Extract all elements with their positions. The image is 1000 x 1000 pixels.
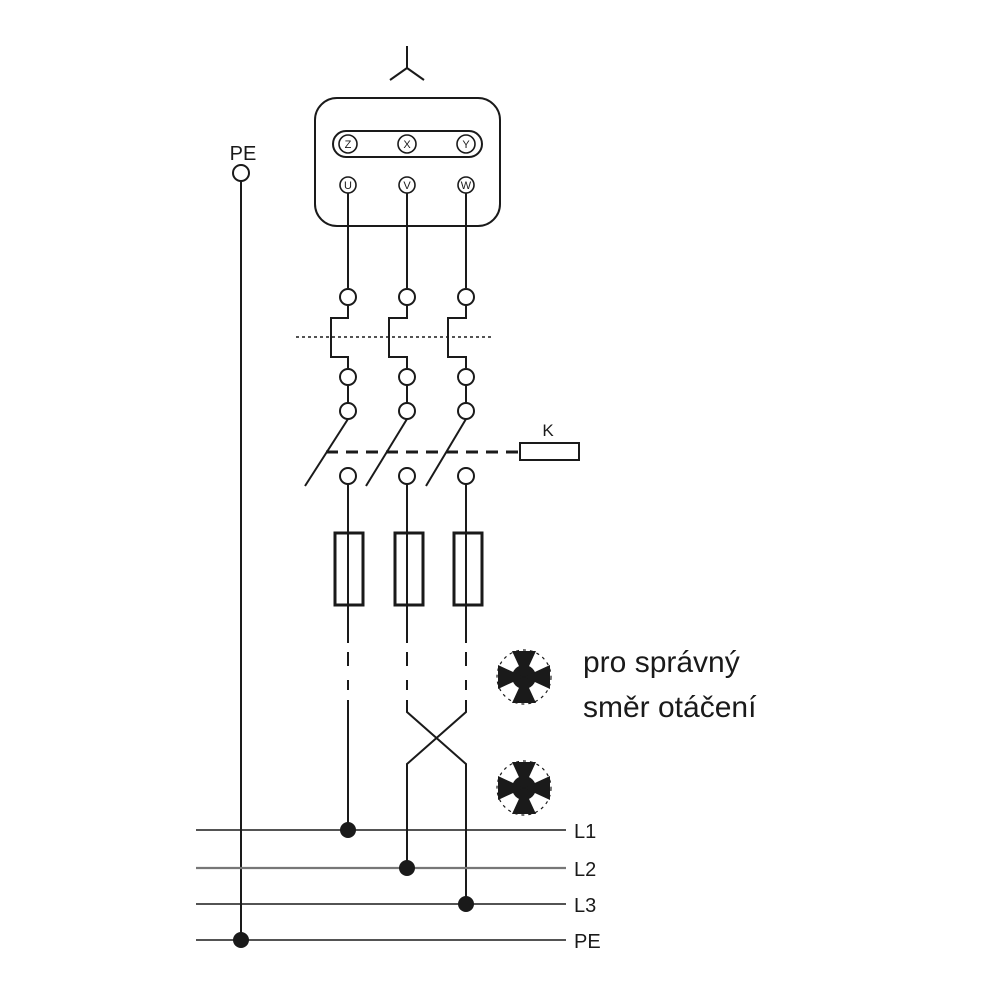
star-bridge bbox=[332, 130, 483, 158]
fuses bbox=[333, 484, 484, 607]
rotation-note-line-2: směr otáčení bbox=[583, 691, 757, 724]
fuse-1 bbox=[333, 531, 365, 607]
phase-swap-cross bbox=[406, 700, 467, 903]
svg-text:Z: Z bbox=[345, 139, 352, 151]
pe-conductor: PE bbox=[230, 143, 257, 940]
relay-contactor-links bbox=[347, 385, 467, 403]
contactor-label: K bbox=[542, 421, 554, 440]
svg-text:Y: Y bbox=[462, 139, 470, 151]
bus-label-pe: PE bbox=[574, 931, 601, 953]
fan-rotation-icon-bottom bbox=[496, 760, 552, 816]
bus-label-l1: L1 bbox=[574, 821, 596, 843]
contactor: K bbox=[304, 402, 580, 487]
terminal-x: X bbox=[397, 134, 417, 154]
svg-text:W: W bbox=[461, 180, 472, 192]
motor-leads bbox=[347, 193, 467, 288]
terminal-z: Z bbox=[338, 134, 358, 154]
bus-label-l3: L3 bbox=[574, 895, 596, 917]
star-connection-icon bbox=[389, 46, 425, 81]
fuse-3 bbox=[452, 531, 484, 607]
bus-label-l2: L2 bbox=[574, 859, 596, 881]
contactor-coil bbox=[519, 442, 580, 461]
svg-text:X: X bbox=[403, 139, 411, 151]
fan-rotation-icon-top bbox=[496, 649, 552, 705]
terminal-y: Y bbox=[456, 134, 476, 154]
supply-bus: L1 L2 L3 PE bbox=[196, 821, 601, 953]
rotation-note-line-1: pro správný bbox=[583, 646, 740, 679]
pe-top-label: PE bbox=[230, 143, 257, 165]
svg-text:V: V bbox=[403, 180, 411, 192]
supply-wires bbox=[347, 605, 467, 903]
motor-terminal-box: Z X Y U V W bbox=[314, 97, 501, 227]
svg-text:U: U bbox=[344, 180, 352, 192]
thermal-overload-relay bbox=[296, 288, 494, 386]
fuse-2 bbox=[393, 531, 425, 607]
